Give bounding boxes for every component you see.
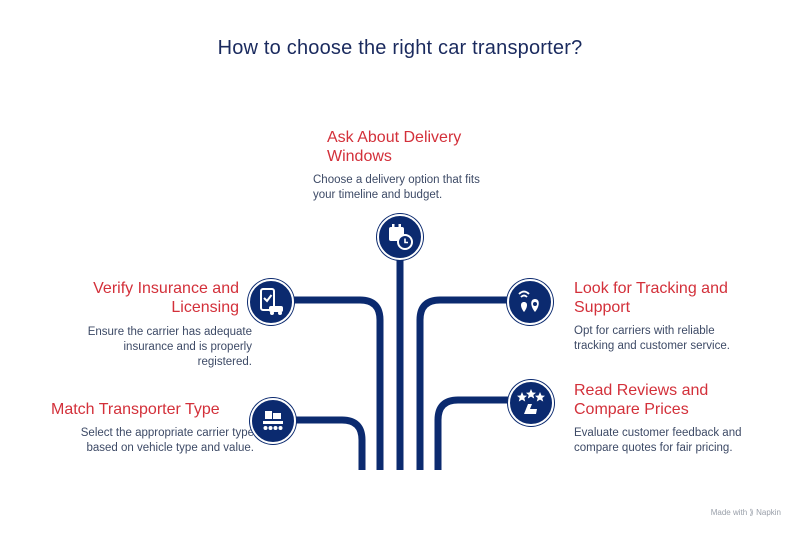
tracking-support-desc: Opt for carriers with reliable tracking … xyxy=(574,325,730,352)
insurance-licensing-heading: Verify Insurance and Licensing xyxy=(93,280,239,316)
insurance-licensing-desc: Ensure the carrier has adequate insuranc… xyxy=(87,326,252,368)
delivery-windows-desc: Choose a delivery option that fits your … xyxy=(313,174,480,201)
connector-left-lower xyxy=(292,416,366,470)
match-transporter-heading: Match Transporter Type xyxy=(51,401,220,418)
calendar-clock-icon xyxy=(377,214,423,260)
delivery-windows-heading: Ask About Delivery Windows xyxy=(327,129,462,165)
conveyor-boxes-icon xyxy=(250,398,296,444)
reviews-prices-heading: Read Reviews and Compare Prices xyxy=(574,382,709,418)
page-title: How to choose the right car transporter? xyxy=(217,37,583,59)
napkin-footer: Made with ⟫ Napkin xyxy=(710,508,781,517)
match-transporter-desc: Select the appropriate carrier type base… xyxy=(80,427,254,454)
connector-left-upper xyxy=(291,296,384,470)
connector-right-lower xyxy=(434,396,510,470)
tracking-support-heading: Look for Tracking and Support xyxy=(574,280,728,316)
phone-car-check-icon xyxy=(248,279,294,325)
connector-right-upper xyxy=(416,296,508,470)
tracking-pin-icon xyxy=(507,279,553,325)
reviews-prices-desc: Evaluate customer feedback and compare q… xyxy=(574,427,742,454)
stars-review-icon xyxy=(508,380,554,426)
